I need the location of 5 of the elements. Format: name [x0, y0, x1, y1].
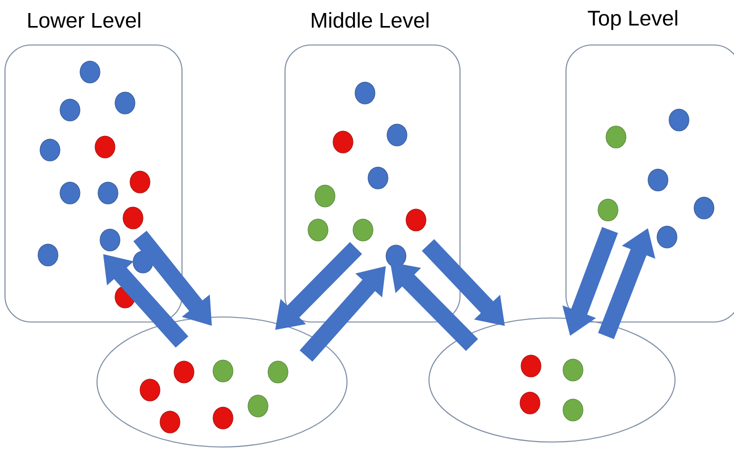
ellipse	[428, 317, 676, 443]
level-heading: Lower Level	[28, 12, 140, 28]
level-heading: Top Level	[588, 10, 678, 30]
ellipse	[96, 316, 348, 448]
level-heading: Middle Level	[312, 12, 428, 28]
